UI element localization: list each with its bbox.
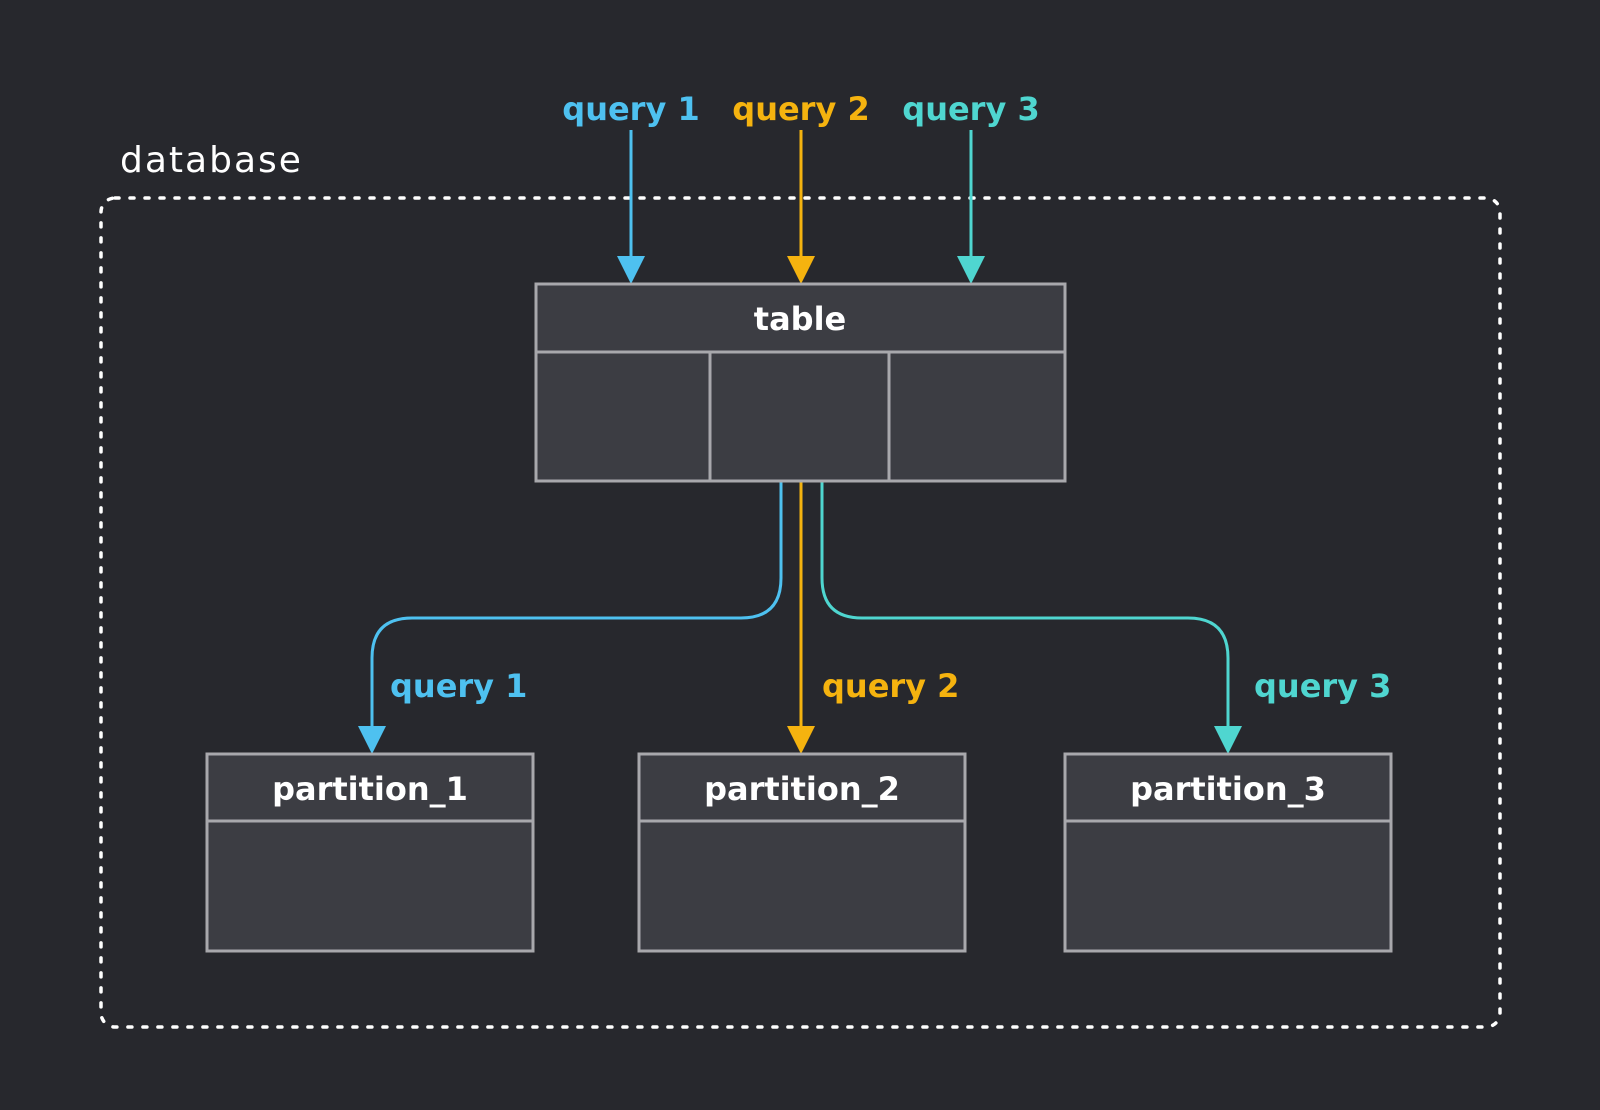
incoming-query-3-arrow: [957, 130, 985, 284]
route-query-1-label: query 1: [390, 667, 527, 705]
table-node: table: [534, 282, 1067, 483]
incoming-query-1-arrow: [617, 130, 645, 284]
partition-node-2: partition_2: [637, 752, 967, 953]
route-query-2-label: query 2: [822, 667, 959, 705]
incoming-query-3-label: query 3: [902, 90, 1039, 128]
partition-2-label: partition_2: [704, 770, 900, 808]
database-container: [99, 196, 1502, 1029]
route-query-2-arrow: [787, 482, 815, 754]
incoming-query-2-arrow: [787, 130, 815, 284]
partition-node-1: partition_1: [205, 752, 535, 953]
incoming-query-2-label: query 2: [732, 90, 869, 128]
partition-node-3: partition_3: [1063, 752, 1393, 953]
table-label: table: [754, 300, 846, 338]
partition-1-label: partition_1: [272, 770, 468, 808]
incoming-query-1-label: query 1: [562, 90, 699, 128]
partition-3-label: partition_3: [1130, 770, 1326, 808]
route-query-3-label: query 3: [1254, 667, 1391, 705]
route-query-3-arrow: [820, 482, 1242, 754]
database-label: database: [120, 140, 303, 181]
route-query-1-arrow: [358, 482, 783, 754]
